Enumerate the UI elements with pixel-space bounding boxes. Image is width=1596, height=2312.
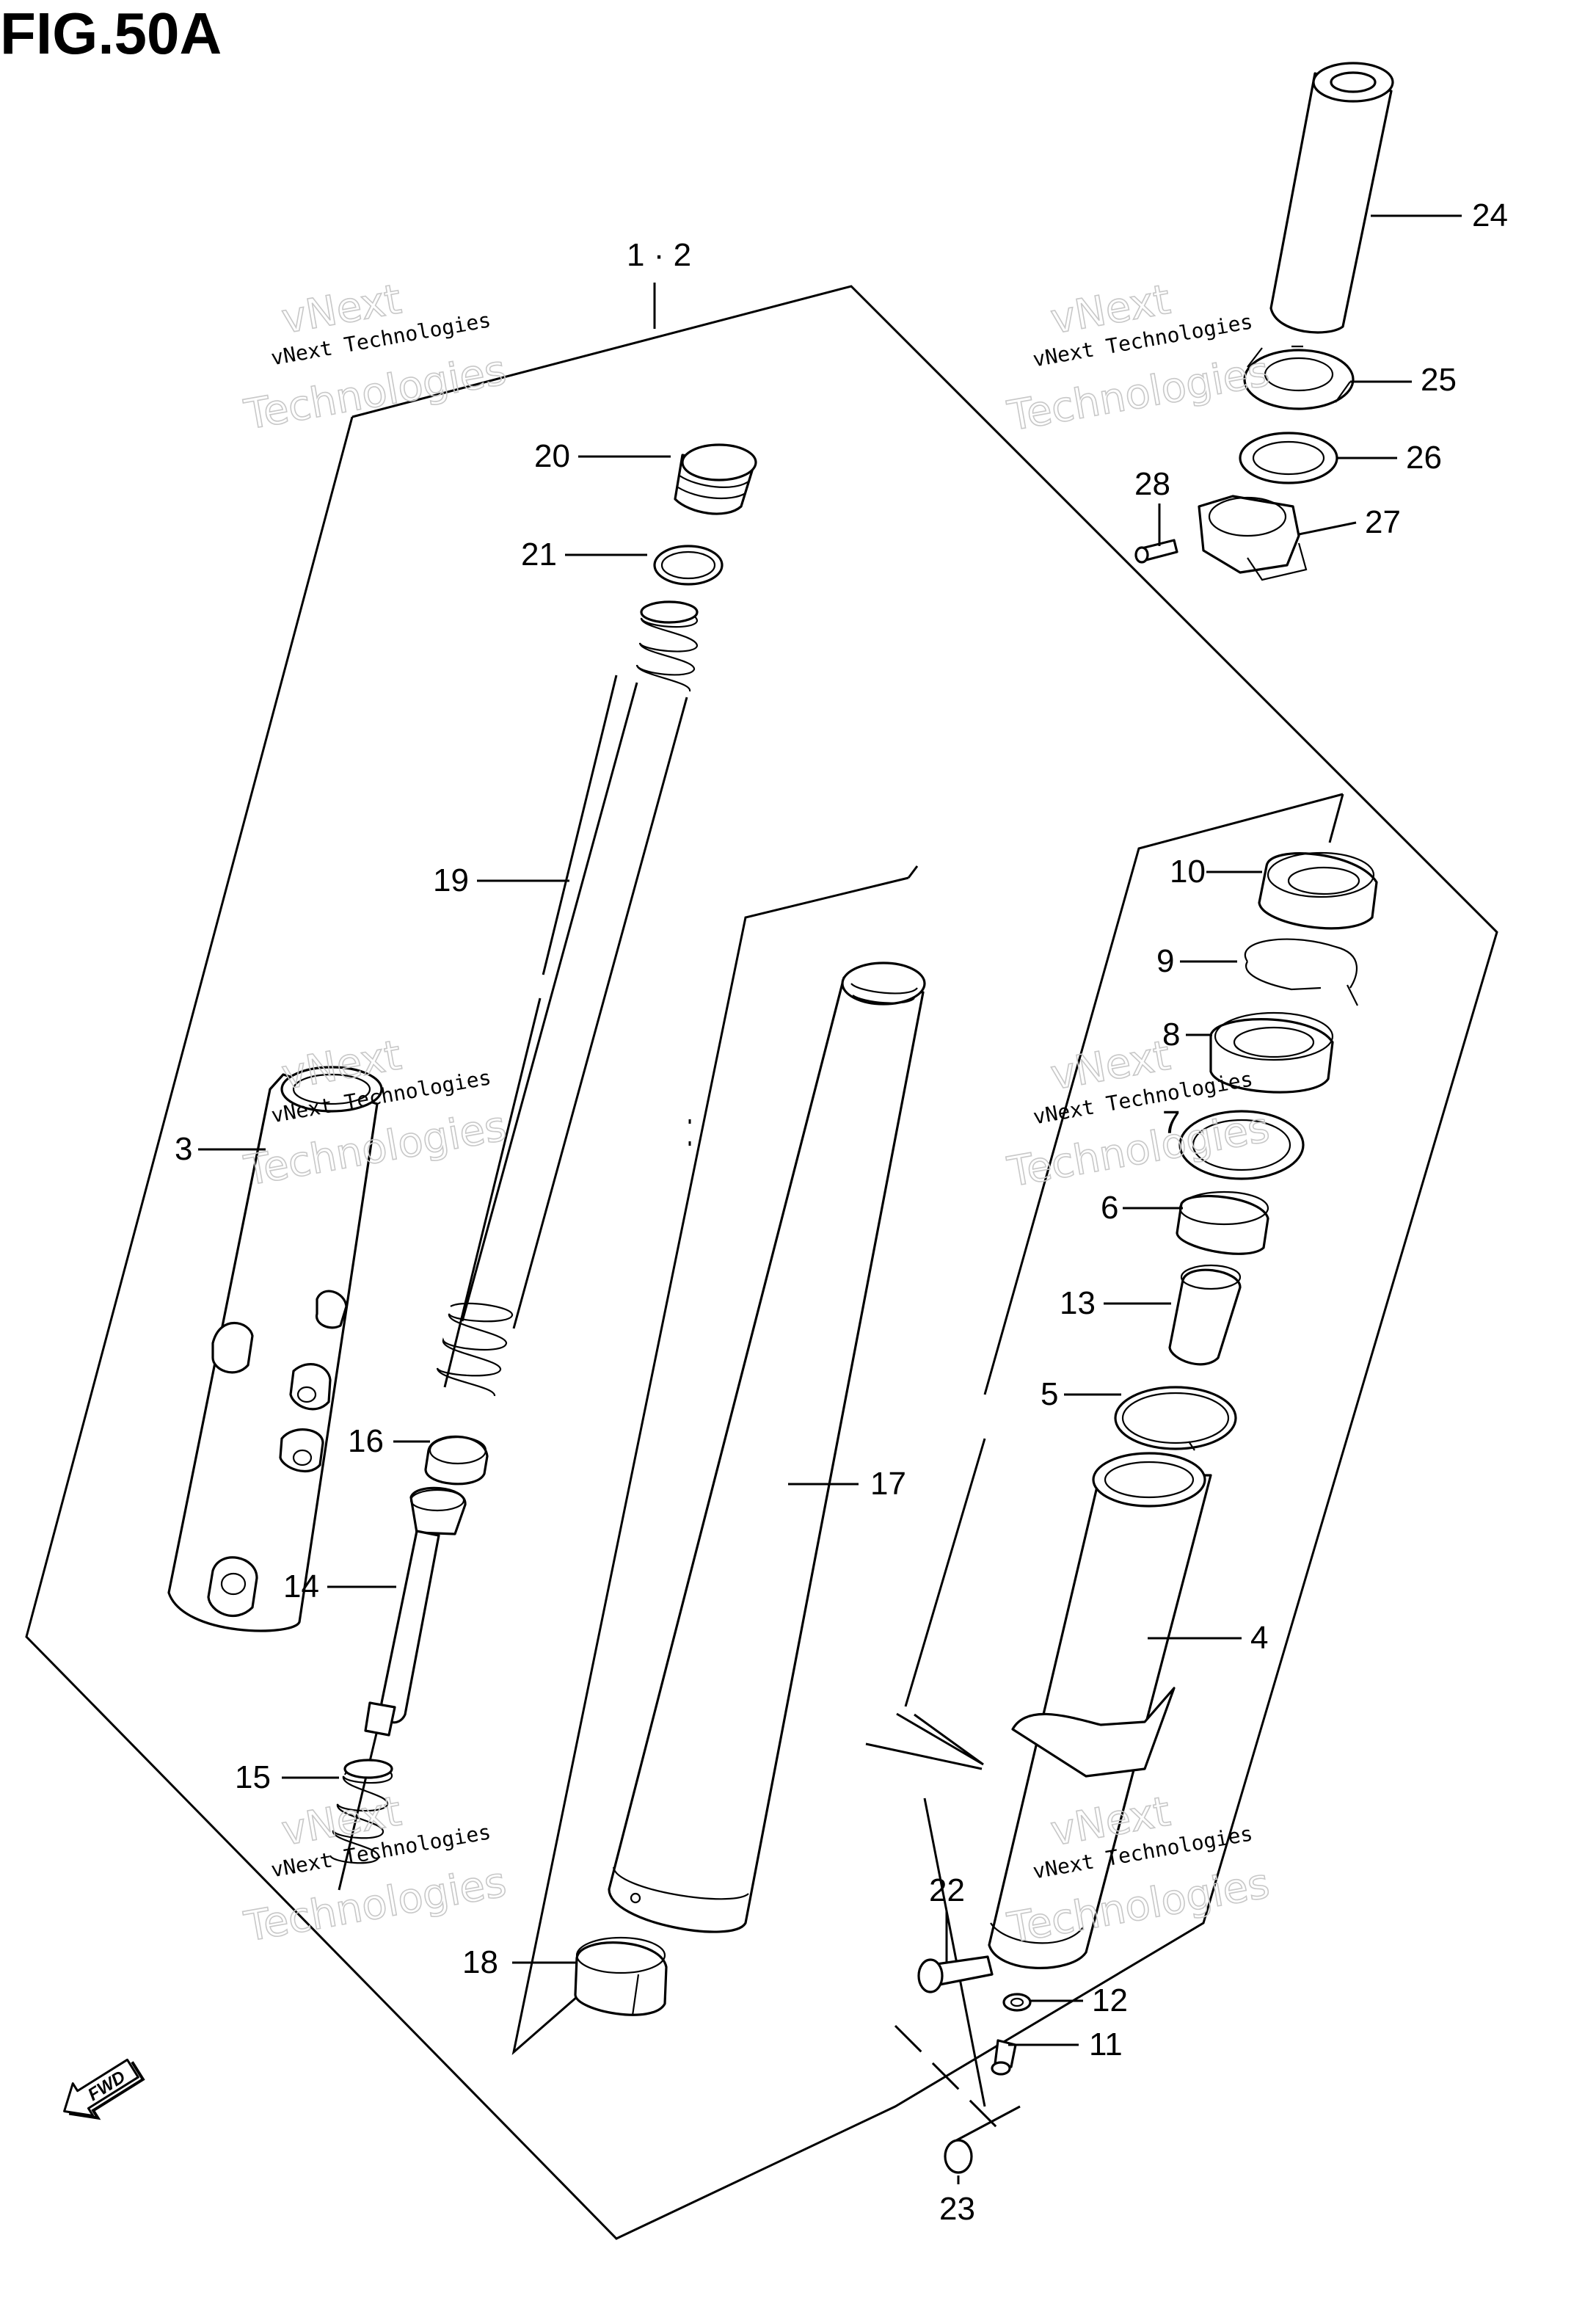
callout-7: 7	[1162, 1105, 1180, 1141]
part-16-spacer	[424, 1435, 489, 1486]
callout-6: 6	[1101, 1190, 1118, 1226]
part-21-o-ring	[653, 545, 724, 586]
callout-13: 13	[1060, 1285, 1096, 1321]
callout-3: 3	[175, 1131, 192, 1167]
callout-19: 19	[433, 862, 469, 898]
callout-9: 9	[1156, 943, 1174, 979]
part-27-clamp	[1198, 495, 1308, 581]
callout-22: 22	[929, 1872, 965, 1908]
part-5-snap-ring	[1114, 1386, 1237, 1451]
part-11-screw	[991, 2039, 1017, 2076]
callout-23: 23	[939, 2191, 975, 2227]
callout-8: 8	[1162, 1017, 1180, 1053]
figure-title: FIG.50A	[0, 1, 222, 66]
callout-21: 21	[521, 537, 557, 572]
callout-14: 14	[283, 1568, 319, 1604]
callout-12: 12	[1092, 1982, 1128, 2018]
part-23-cap	[944, 2139, 973, 2174]
part-6-guide-bushing	[1176, 1190, 1269, 1255]
part-17-inner-tube	[608, 961, 926, 1933]
fwd-arrow-icon: FWD	[63, 2058, 145, 2120]
part-15-rebound-spring	[329, 1759, 393, 1864]
part-13-sleeve	[1168, 1264, 1242, 1366]
part-4-outer-tube-right	[988, 1452, 1212, 1969]
part-25-adjuster-ring	[1243, 345, 1355, 410]
callout-26: 26	[1406, 440, 1442, 476]
part-8-oil-seal	[1209, 1011, 1334, 1094]
assembly-label: 1 · 2	[627, 237, 691, 273]
part-24-cover-tube	[1269, 62, 1394, 334]
part-26-washer	[1239, 432, 1338, 484]
callout-5: 5	[1041, 1376, 1058, 1412]
part-14-damper-rod	[364, 1486, 467, 1737]
part-28-screw	[1134, 539, 1178, 564]
callout-10: 10	[1170, 854, 1206, 890]
part-9-circlip	[1245, 938, 1358, 1006]
callout-16: 16	[348, 1423, 384, 1459]
callout-18: 18	[462, 1944, 498, 1980]
watermark-top-right: vNext vNext Technologies Technologies	[1003, 275, 1273, 441]
callout-17: 17	[870, 1466, 906, 1502]
leader-lines	[198, 214, 1462, 2184]
callout-20: 20	[534, 438, 570, 474]
part-3-outer-tube-left	[167, 1066, 383, 1632]
part-22-bolt	[917, 1955, 994, 1993]
part-18-bushing	[574, 1936, 668, 2016]
part-20-cap-bolt	[674, 443, 757, 515]
callout-27: 27	[1365, 504, 1401, 540]
part-10-dust-seal	[1258, 851, 1378, 930]
callout-28: 28	[1134, 466, 1170, 502]
callout-4: 4	[1250, 1620, 1268, 1656]
callout-25: 25	[1421, 362, 1457, 398]
watermark-top-left: vNext vNext Technologies Technologies	[240, 275, 510, 440]
callout-15: 15	[235, 1759, 271, 1795]
part-19-fork-spring	[436, 600, 699, 1397]
callout-11: 11	[1089, 2026, 1123, 2062]
callout-labels: 1 · 2 24 25 26 27 28 20 21 19 3 16 14 15…	[175, 197, 1508, 2227]
part-12-gasket	[1002, 1993, 1032, 2012]
part-7-washer	[1178, 1110, 1305, 1180]
callout-24: 24	[1472, 197, 1508, 233]
watermark-bottom-left: vNext vNext Technologies Technologies	[240, 1787, 510, 1952]
